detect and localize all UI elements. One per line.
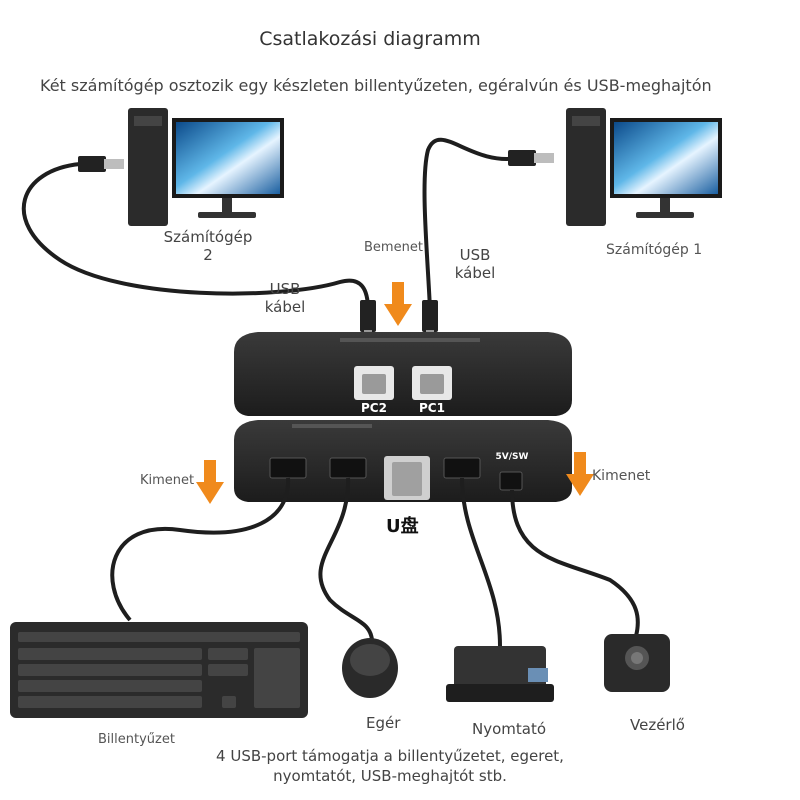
output-arrow-left-icon bbox=[196, 460, 224, 504]
usb-cable-left-label: USB kábel bbox=[264, 280, 306, 316]
output-arrow-right-icon bbox=[566, 452, 594, 496]
input-arrow-icon bbox=[384, 282, 412, 326]
pc2-port-label: PC2 bbox=[361, 401, 387, 415]
computer-1-label: Számítógép 1 bbox=[606, 242, 703, 258]
output-cables bbox=[110, 477, 640, 647]
computer-1-icon bbox=[566, 108, 722, 226]
printer-label: Nyomtató bbox=[472, 720, 547, 738]
mouse-icon bbox=[342, 638, 398, 698]
input-label: Bemenet bbox=[364, 240, 423, 255]
printer-icon bbox=[446, 646, 554, 702]
output-right-label: Kimenet bbox=[592, 468, 651, 484]
diagram-title: Csatlakozási diagramm bbox=[259, 28, 481, 50]
usb-cable-right-label: USB kábel bbox=[454, 246, 496, 282]
usb-cable-left bbox=[21, 156, 376, 340]
power-switch-port-label: 5V/SW bbox=[495, 452, 529, 462]
keyboard-label: Billentyűzet bbox=[98, 732, 175, 747]
output-left-label: Kimenet bbox=[140, 473, 195, 488]
controller-label: Vezérlő bbox=[630, 716, 685, 734]
usb-drive-label: U盘 bbox=[386, 516, 419, 537]
diagram-subtitle: Két számítógép osztozik egy készleten bi… bbox=[40, 76, 712, 95]
usb-cable-right bbox=[422, 137, 554, 340]
controller-icon bbox=[604, 634, 670, 692]
footer-note: 4 USB-port támogatja a billentyűzetet, e… bbox=[216, 747, 564, 785]
computer-2-label: Számítógép 2 bbox=[163, 228, 253, 264]
kvm-switch-input-side bbox=[234, 332, 572, 416]
pc1-port-label: PC1 bbox=[419, 401, 445, 415]
mouse-label: Egér bbox=[366, 714, 401, 732]
computer-2-icon bbox=[128, 108, 284, 226]
keyboard-icon bbox=[10, 622, 308, 718]
